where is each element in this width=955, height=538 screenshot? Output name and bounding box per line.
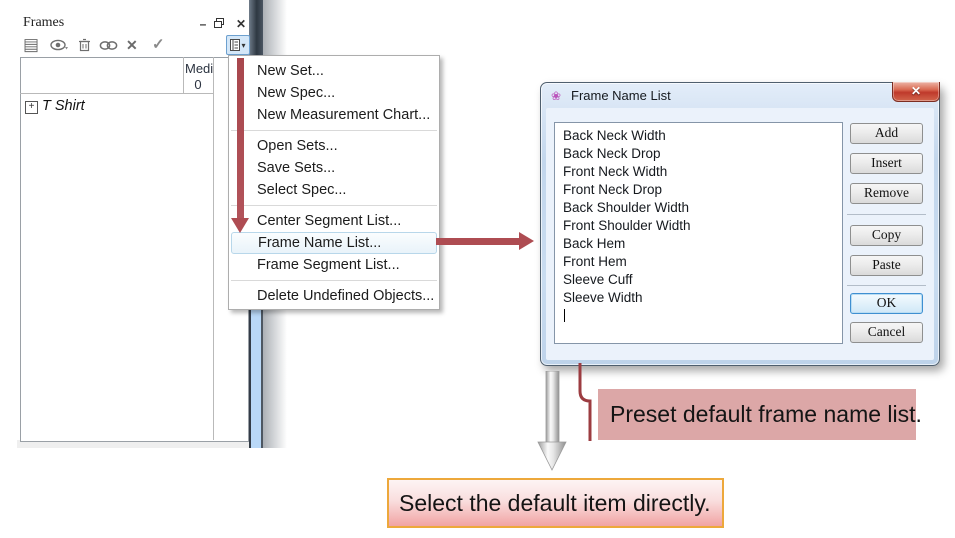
dialog-app-icon: ❀: [551, 89, 562, 103]
minimize-button[interactable]: –: [199, 17, 207, 31]
list-item[interactable]: Back Shoulder Width: [563, 200, 690, 215]
text-caret: [564, 309, 565, 322]
menu-item-delete-undefined-objects[interactable]: Delete Undefined Objects...: [257, 288, 435, 304]
block-arrow-down: [537, 371, 567, 471]
frame-list-dropdown-button[interactable]: ▾: [226, 35, 250, 55]
remove-button[interactable]: Remove: [850, 183, 923, 204]
list-item[interactable]: Front Hem: [563, 254, 627, 269]
menu-separator: [231, 280, 437, 281]
cancel-button[interactable]: Cancel: [850, 322, 923, 343]
delete-x-icon[interactable]: ✕: [126, 37, 138, 53]
confirm-check-icon[interactable]: ✓: [152, 36, 165, 53]
insert-button[interactable]: Insert: [850, 153, 923, 174]
ok-button[interactable]: OK: [850, 293, 923, 314]
button-separator: [847, 214, 926, 215]
grid-line: [183, 57, 184, 93]
annotation-arrow-right-head: [519, 232, 534, 250]
annotation-arrow-right: [436, 238, 519, 245]
button-separator: [847, 285, 926, 286]
menu-item-open-sets[interactable]: Open Sets...: [257, 138, 338, 154]
menu-item-frame-name-list[interactable]: Frame Name List...: [231, 232, 437, 254]
frame-name-list-dialog: ❀ Frame Name List ✕ Back Neck Width Back…: [540, 82, 940, 366]
annotation-arrow-down-head: [231, 218, 249, 233]
list-item[interactable]: Front Neck Width: [563, 164, 668, 179]
dialog-title: Frame Name List: [571, 88, 671, 103]
list-item[interactable]: Back Neck Width: [563, 128, 666, 143]
annotation-arrow-down: [237, 58, 244, 218]
list-item[interactable]: Front Neck Drop: [563, 182, 663, 197]
close-icon[interactable]: ✕: [235, 17, 247, 31]
size-column-header: Medium: [185, 61, 213, 76]
eye-icon[interactable]: [50, 36, 68, 54]
list-item[interactable]: Back Hem: [563, 236, 626, 251]
spec-sheet-icon[interactable]: ▤: [23, 35, 40, 54]
restore-icon[interactable]: [213, 17, 229, 31]
tree-item-tshirt[interactable]: T Shirt: [42, 98, 85, 114]
panel-bottom-strip: [17, 440, 249, 448]
size-column-value: 0: [194, 77, 202, 92]
add-button[interactable]: Add: [850, 123, 923, 144]
frame-dropdown-menu: New Set... New Spec... New Measurement C…: [228, 55, 440, 310]
menu-item-new-set[interactable]: New Set...: [257, 63, 324, 79]
menu-item-new-measurement-chart[interactable]: New Measurement Chart...: [257, 107, 431, 123]
menu-separator: [231, 205, 437, 206]
menu-item-frame-segment-list[interactable]: Frame Segment List...: [257, 257, 400, 273]
trash-icon[interactable]: [78, 36, 91, 54]
menu-separator: [231, 130, 437, 131]
dialog-client-area: Back Neck Width Back Neck Drop Front Nec…: [546, 108, 934, 360]
frames-tree-area: [20, 57, 249, 442]
list-item[interactable]: Front Shoulder Width: [563, 218, 691, 233]
menu-item-center-segment-list[interactable]: Center Segment List...: [257, 213, 402, 229]
frame-name-listbox[interactable]: Back Neck Width Back Neck Drop Front Nec…: [554, 122, 843, 344]
tree-expand-icon[interactable]: +: [25, 101, 38, 114]
grid-line: [20, 93, 214, 94]
copy-button[interactable]: Copy: [850, 225, 923, 246]
dialog-close-button[interactable]: ✕: [892, 82, 940, 102]
panel-title: Frames: [23, 15, 65, 30]
chevron-down-icon: ▾: [241, 40, 246, 50]
menu-item-new-spec[interactable]: New Spec...: [257, 85, 336, 101]
grid-line: [213, 57, 214, 440]
background-window-edge-top: [249, 0, 263, 55]
menu-item-save-sets[interactable]: Save Sets...: [257, 160, 336, 176]
callout-select-default-item: Select the default item directly.: [387, 478, 724, 528]
list-icon: [230, 39, 241, 51]
callout-preset-frame-list: Preset default frame name list.: [598, 389, 922, 440]
menu-item-select-spec[interactable]: Select Spec...: [257, 182, 347, 198]
link-icon[interactable]: [99, 36, 118, 54]
list-item[interactable]: Back Neck Drop: [563, 146, 661, 161]
frames-panel: Frames – ✕ ▤: [14, 14, 250, 442]
list-item[interactable]: Sleeve Width: [563, 290, 643, 305]
paste-button[interactable]: Paste: [850, 255, 923, 276]
list-item[interactable]: Sleeve Cuff: [563, 272, 633, 287]
